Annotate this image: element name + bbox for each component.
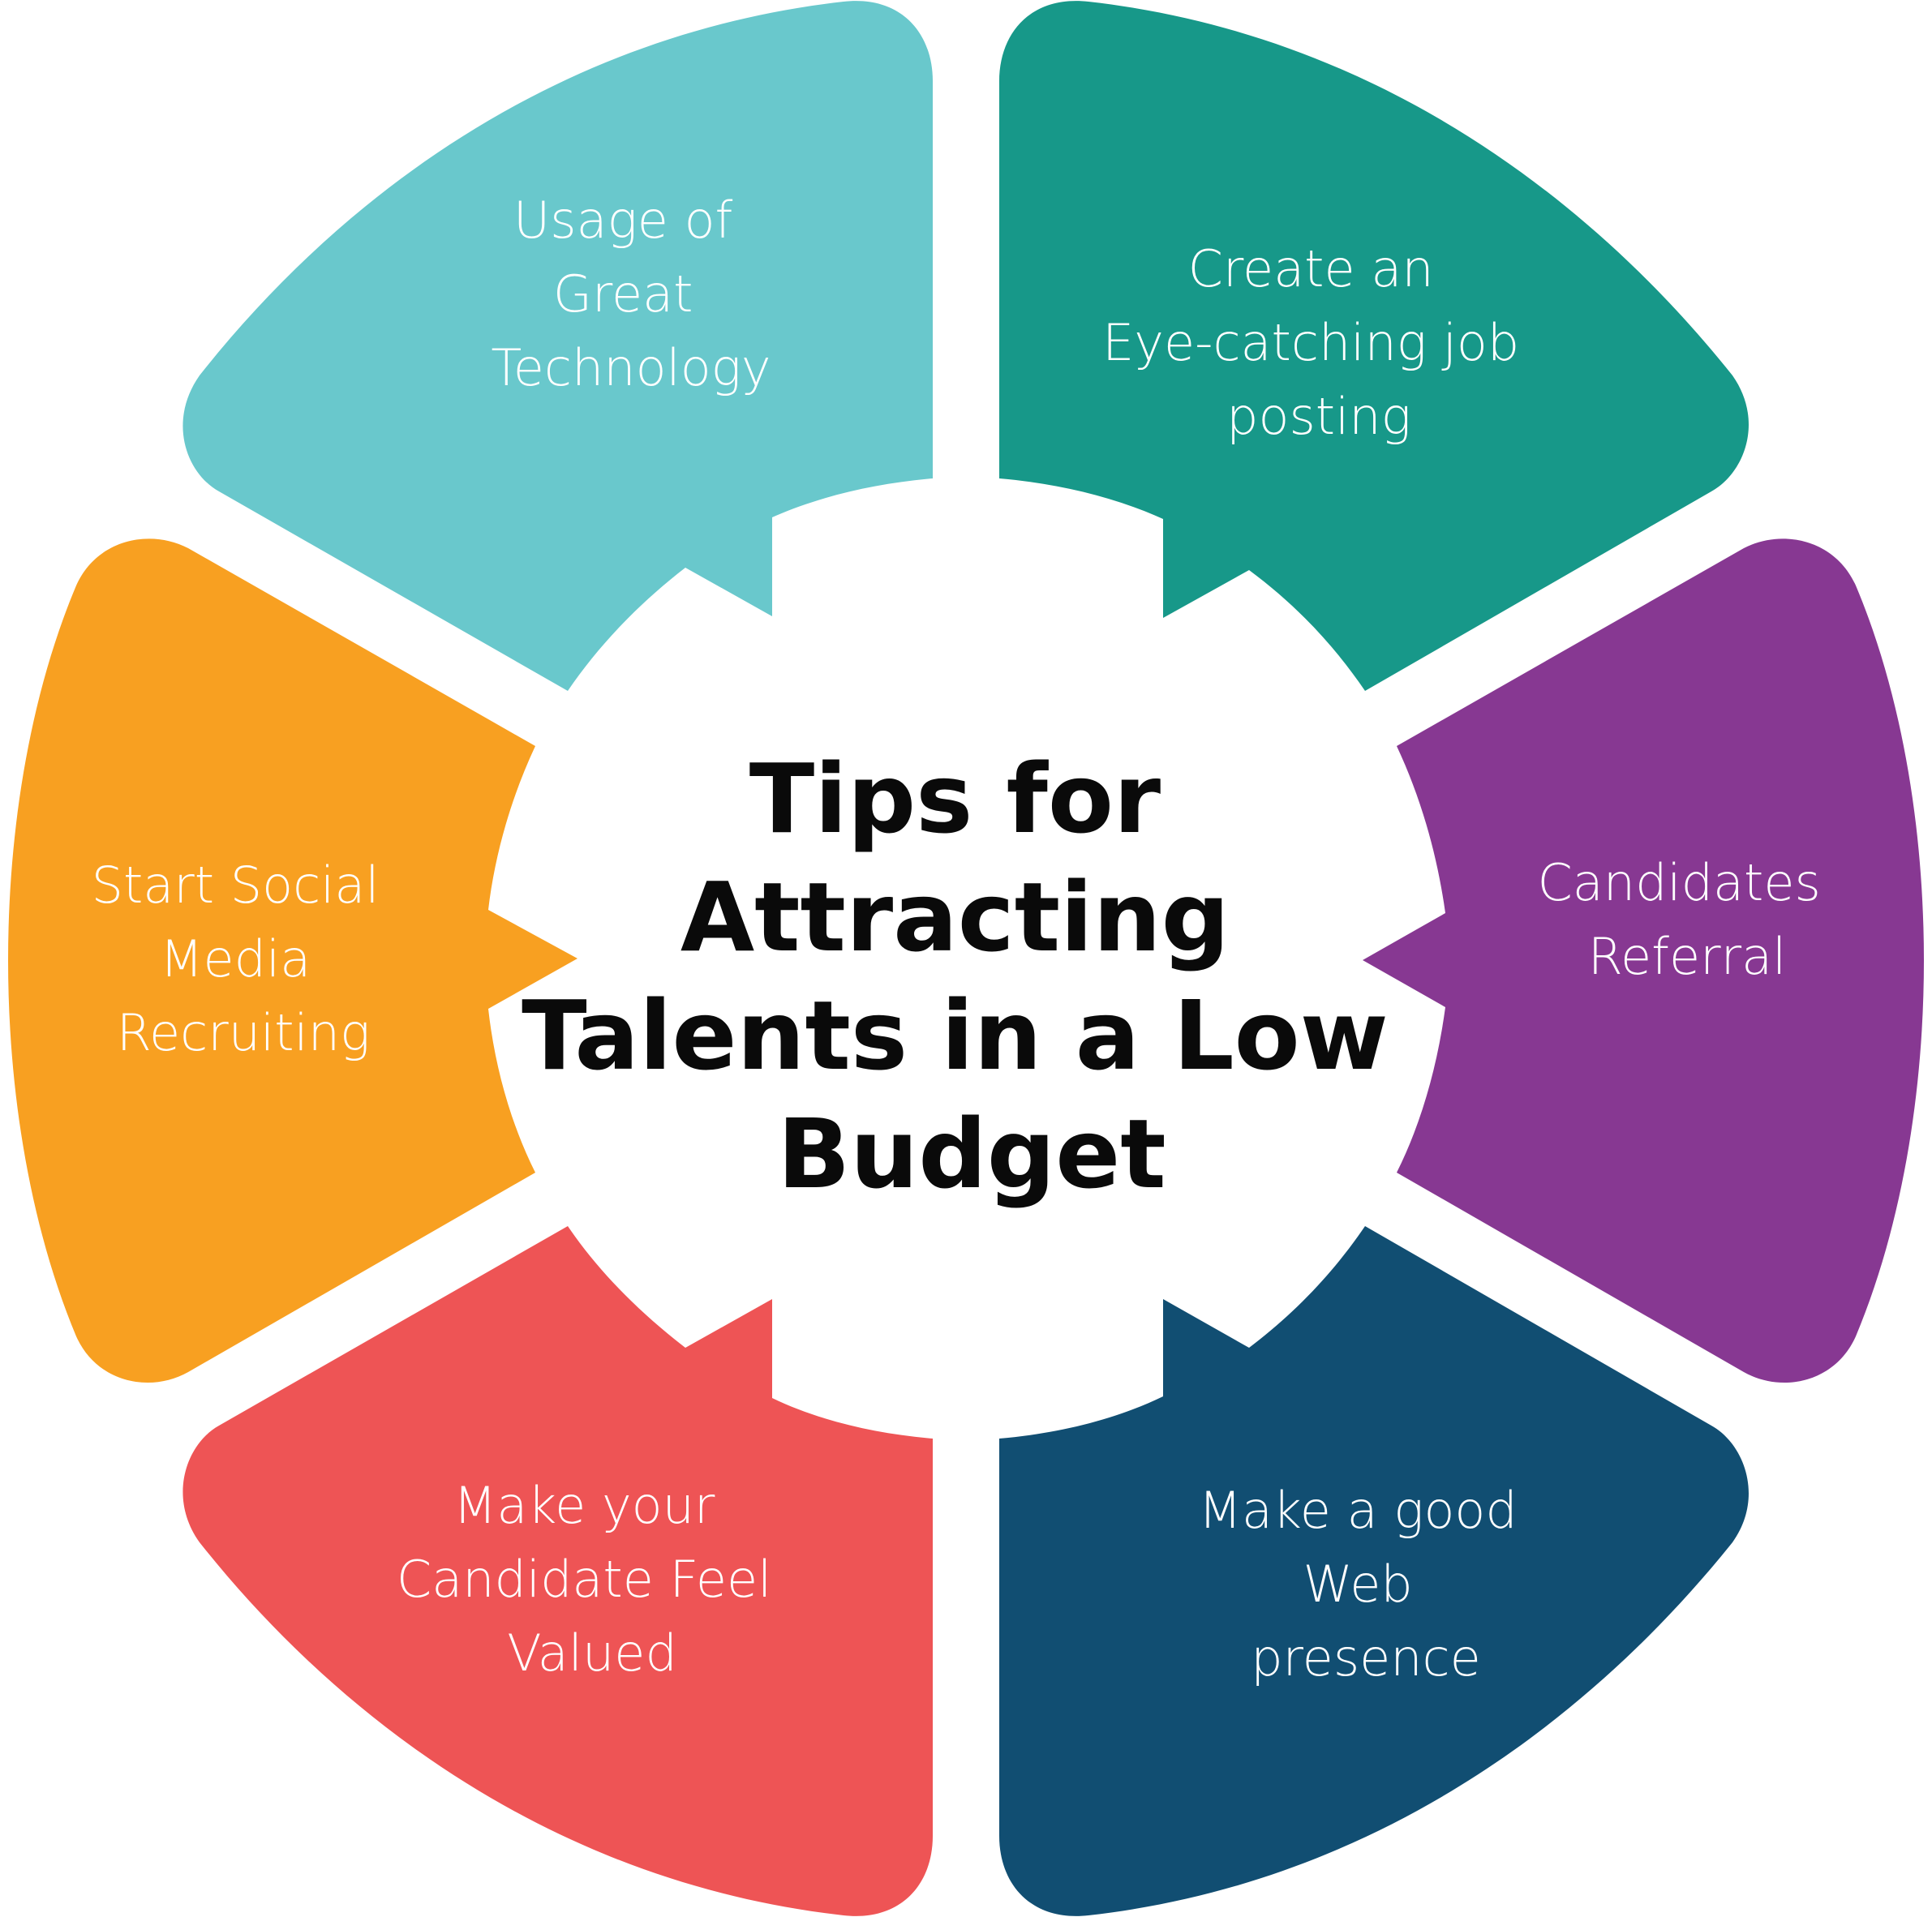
svg-text:Create an Eye-catching j: Create an Eye-catching job posting — [1102, 239, 1535, 446]
segment-technology-line: Great — [553, 264, 693, 324]
segment-technology-shape — [182, 1, 934, 692]
segment-web-presence-line: Web — [1303, 1555, 1413, 1614]
center-title-line: Budget — [777, 1098, 1166, 1210]
segment-valued: Make your Candidate Feel Valued — [182, 1226, 934, 1916]
segment-valued-shape — [182, 1226, 934, 1916]
svg-text:Usage of Great Tec: Usage of Great Technology — [491, 191, 771, 397]
segment-job-posting-line: Create an — [1188, 239, 1434, 298]
svg-text:Start Social Media: Start Social Media Recruiting — [92, 856, 396, 1062]
segment-valued-line: Make your — [453, 1476, 715, 1535]
segment-referral-shape — [1363, 538, 1924, 1383]
segment-web-presence-line: Make a good — [1199, 1481, 1518, 1540]
svg-text:Make your Candidate Feel: Make your Candidate Feel Valued — [397, 1476, 788, 1683]
segment-web-presence: Make a good Web presence — [999, 1226, 1749, 1916]
segment-job-posting: Create an Eye-catching job posting — [999, 1, 1749, 692]
segment-social-media-shape — [8, 538, 577, 1383]
segment-referral-line: Referral — [1588, 927, 1787, 986]
segment-technology: Usage of Great Technology — [182, 1, 934, 692]
segment-technology-line: Technology — [491, 338, 771, 397]
segment-valued-line: Candidate Feel — [397, 1550, 771, 1609]
segment-technology-line: Usage of — [513, 191, 733, 250]
center-title-line: Attracting — [680, 861, 1230, 973]
segment-referral-line: Candidates — [1538, 853, 1821, 912]
center-title-line: Tips for — [749, 743, 1161, 855]
svg-text:Candidates Referral: Candidates Referral — [1538, 853, 1837, 986]
segment-social-media-line: Media — [160, 929, 311, 989]
segment-web-presence-shape — [999, 1226, 1749, 1916]
segment-social-media: Start Social Media Recruiting — [8, 538, 577, 1383]
segment-web-presence-line: presence — [1251, 1628, 1481, 1688]
segment-job-posting-line: posting — [1226, 387, 1411, 446]
center-title-line: Talents in a Low — [522, 980, 1389, 1091]
svg-text:Make a good Web pr: Make a good Web presence — [1199, 1481, 1534, 1688]
segment-valued-line: Valued — [507, 1623, 677, 1683]
segment-referral: Candidates Referral — [1363, 538, 1924, 1383]
segment-job-posting-line: Eye-catching job — [1102, 313, 1519, 372]
segment-job-posting-shape — [999, 1, 1749, 692]
segment-social-media-line: Recruiting — [117, 1003, 371, 1062]
segment-social-media-line: Start Social — [92, 856, 380, 915]
center-title: Tips for Attracting Talents in a Low Bud… — [522, 743, 1422, 1210]
